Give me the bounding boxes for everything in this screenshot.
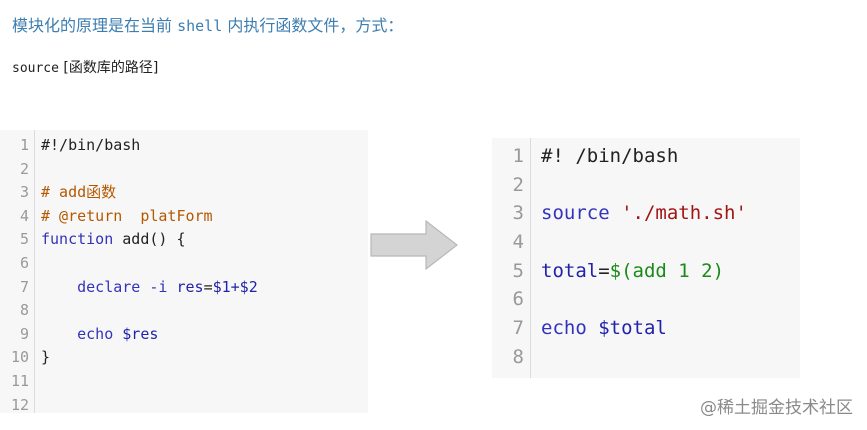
line-number: 8 — [19, 301, 29, 320]
line-number: 2 — [512, 173, 524, 196]
code-line-total: total=$(add 1 2) — [541, 257, 800, 286]
subshell-open: $( — [609, 259, 633, 282]
code-line-empty — [41, 299, 368, 323]
keyword-function: function — [41, 230, 114, 249]
keyword-echo: echo — [541, 317, 587, 340]
line-number: 9 — [19, 324, 29, 343]
space — [610, 202, 621, 224]
expression-sum: $1+$2 — [212, 277, 258, 296]
line-number: 4 — [512, 231, 524, 254]
variable-total-ref: $total — [598, 317, 667, 340]
line-number: 4 — [19, 206, 29, 225]
left-code-lines: #!/bin/bash # add函数 # @return platForm f… — [35, 130, 368, 413]
right-arrow-icon — [370, 220, 458, 270]
main-sh-code-panel: 1 2 3 4 5 6 7 8 #! /bin/bash source './m… — [492, 138, 800, 378]
line-number: 7 — [19, 277, 29, 296]
code-line-comment-return: # @return platForm — [41, 206, 213, 225]
right-line-gutter: 1 2 3 4 5 6 7 8 — [492, 138, 531, 378]
code-line-shebang: #! /bin/bash — [541, 145, 679, 167]
line-number: 1 — [512, 145, 524, 167]
line-number: 10 — [10, 348, 29, 367]
math-sh-code-panel: 1 2 3 4 5 6 7 8 9 10 11 12 #!/bin/bash #… — [0, 130, 368, 413]
code-line-echo: echo $res — [41, 323, 368, 347]
source-syntax: source [函数库的路径] — [12, 57, 158, 77]
watermark: @稀土掘金技术社区 — [700, 398, 853, 418]
variable-res: res — [176, 277, 204, 296]
heading-code-shell: shell — [177, 17, 223, 35]
line-number: 5 — [19, 230, 29, 249]
space — [113, 325, 122, 343]
left-line-gutter: 1 2 3 4 5 6 7 8 9 10 11 12 — [0, 130, 35, 413]
code-line-empty — [41, 252, 368, 276]
code-line-comment-add: # add函数 — [41, 183, 117, 202]
function-signature: add() { — [113, 230, 186, 249]
variable-total: total — [541, 259, 599, 282]
keyword-source: source — [541, 202, 610, 225]
subshell-body: add 1 2 — [632, 259, 713, 282]
indent — [41, 325, 77, 343]
keyword-declare: declare — [77, 277, 141, 296]
string-path: './math.sh' — [621, 202, 747, 225]
code-line-echo: echo $total — [541, 314, 800, 343]
line-number: 7 — [512, 317, 524, 340]
line-number: 3 — [19, 183, 29, 202]
code-line-empty — [41, 370, 368, 394]
subshell-close: ) — [712, 259, 725, 282]
code-line-empty — [41, 394, 368, 413]
flag-i: -i — [149, 277, 168, 296]
code-line-empty — [41, 158, 368, 182]
line-number: 2 — [19, 159, 29, 178]
code-line-source: source './math.sh' — [541, 199, 800, 228]
line-number: 5 — [512, 259, 524, 282]
line-number: 1 — [19, 136, 29, 154]
line-number: 12 — [10, 395, 29, 413]
intro-heading: 模块化的原理是在当前 shell 内执行函数文件，方式： — [12, 12, 403, 36]
heading-text-before: 模块化的原理是在当前 — [12, 16, 178, 35]
keyword-echo: echo — [77, 324, 114, 343]
line-number: 6 — [19, 253, 29, 272]
line-number: 11 — [10, 371, 29, 390]
assign-operator: = — [598, 259, 610, 282]
code-line-empty — [541, 228, 800, 257]
line-number: 3 — [512, 202, 524, 225]
code-line-close-brace: } — [41, 348, 51, 367]
source-keyword: source — [12, 61, 59, 76]
assign-operator: = — [203, 277, 213, 296]
space — [587, 317, 598, 339]
line-number: 6 — [512, 288, 524, 311]
line-number: 8 — [512, 345, 524, 368]
code-line-function-def: function add() { — [41, 228, 368, 252]
code-line-shebang: #!/bin/bash — [41, 136, 141, 154]
source-argument: [函数库的路径] — [58, 60, 159, 76]
indent — [41, 278, 77, 296]
code-line-declare: declare -i res=$1+$2 — [41, 276, 368, 300]
right-code-lines: #! /bin/bash source './math.sh' total=$(… — [531, 138, 800, 378]
variable-res-ref: $res — [122, 324, 159, 343]
code-line-empty — [541, 171, 800, 200]
heading-text-after: 内执行函数文件，方式： — [222, 16, 404, 35]
code-line-empty — [541, 285, 800, 314]
code-line-empty — [541, 343, 800, 372]
